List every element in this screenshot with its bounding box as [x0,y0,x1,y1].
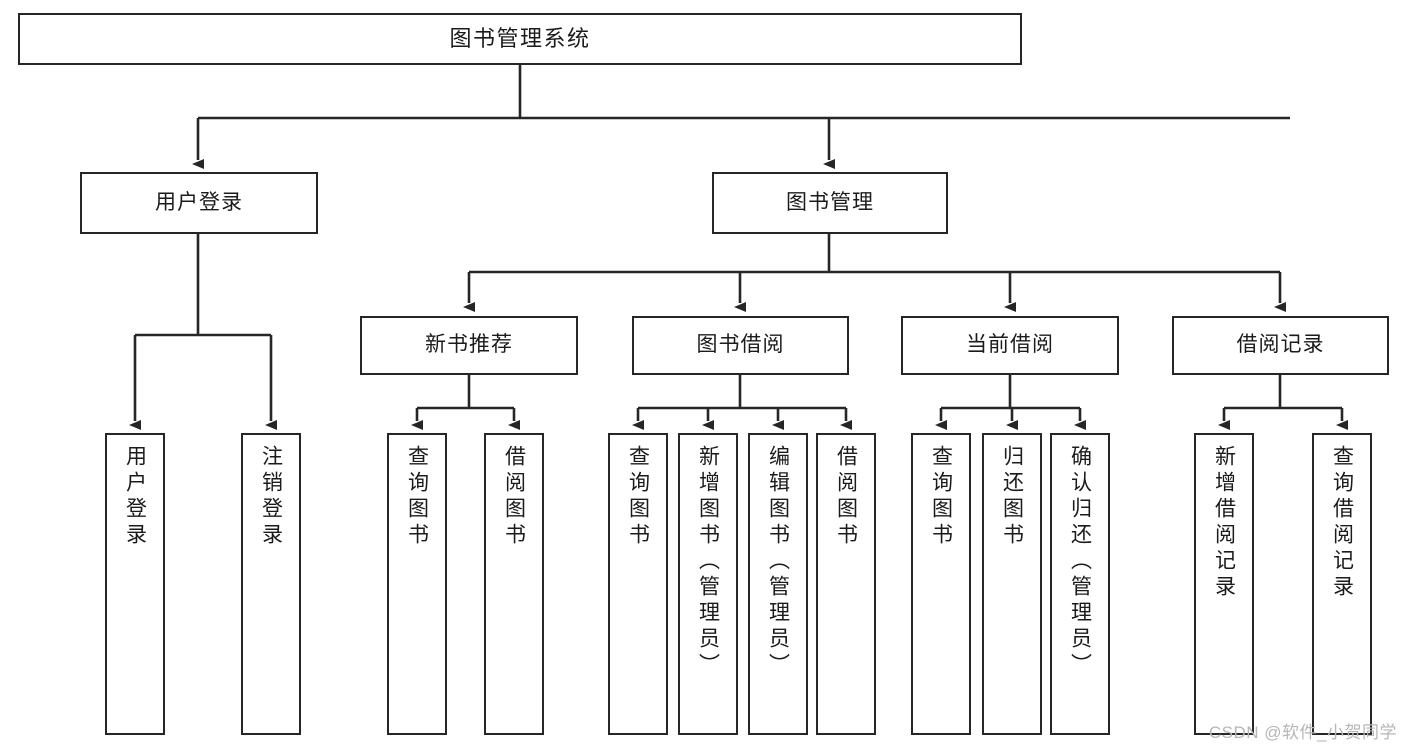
leaf-query-book-recommend[interactable]: 查询图书 [387,433,447,735]
leaf-confirm-return-admin[interactable]: 确认归还（管理员） [1050,433,1110,735]
node-new-book-recommend[interactable]: 新书推荐 [360,316,578,375]
node-label: 图书借阅 [696,333,785,357]
node-label: 查询借阅记录 [1330,445,1354,601]
leaf-add-borrow-record[interactable]: 新增借阅记录 [1194,433,1254,735]
leaf-query-book-current[interactable]: 查询图书 [911,433,971,735]
leaf-edit-book-admin[interactable]: 编辑图书（管理员） [748,433,808,735]
node-label: 编辑图书（管理员） [766,445,790,679]
leaf-add-book-admin[interactable]: 新增图书（管理员） [678,433,738,735]
node-label: 归还图书 [1000,445,1024,549]
node-label: 用户登录 [123,445,147,549]
node-book-borrow[interactable]: 图书借阅 [632,316,849,375]
node-label: 注销登录 [259,445,283,549]
node-label: 借阅记录 [1236,333,1325,357]
node-label: 新增借阅记录 [1212,445,1236,601]
node-label: 借阅图书 [834,445,858,549]
node-label: 查询图书 [929,445,953,549]
leaf-return-book[interactable]: 归还图书 [982,433,1042,735]
node-label: 当前借阅 [966,333,1054,357]
node-label: 借阅图书 [502,445,526,549]
node-label: 新书推荐 [425,333,513,357]
node-user-login[interactable]: 用户登录 [80,172,318,234]
leaf-query-borrow-record[interactable]: 查询借阅记录 [1312,433,1372,735]
node-label: 查询图书 [405,445,429,549]
watermark-text: CSDN @软件_小贺同学 [1208,723,1397,742]
leaf-query-book-borrow[interactable]: 查询图书 [608,433,668,735]
leaf-borrow-book[interactable]: 借阅图书 [816,433,876,735]
node-label: 确认归还（管理员） [1068,445,1092,679]
node-current-borrow[interactable]: 当前借阅 [901,316,1119,375]
leaf-borrow-book-recommend[interactable]: 借阅图书 [484,433,544,735]
node-borrow-record[interactable]: 借阅记录 [1172,316,1389,375]
node-label: 图书管理 [786,190,874,214]
leaf-user-logout[interactable]: 注销登录 [241,433,301,735]
node-book-management[interactable]: 图书管理 [712,172,948,234]
node-label: 用户登录 [155,190,243,214]
node-label: 查询图书 [626,445,650,549]
node-label: 新增图书（管理员） [696,445,720,679]
leaf-user-login[interactable]: 用户登录 [105,433,165,735]
node-label: 图书管理系统 [449,26,591,52]
node-root-system[interactable]: 图书管理系统 [18,13,1022,65]
